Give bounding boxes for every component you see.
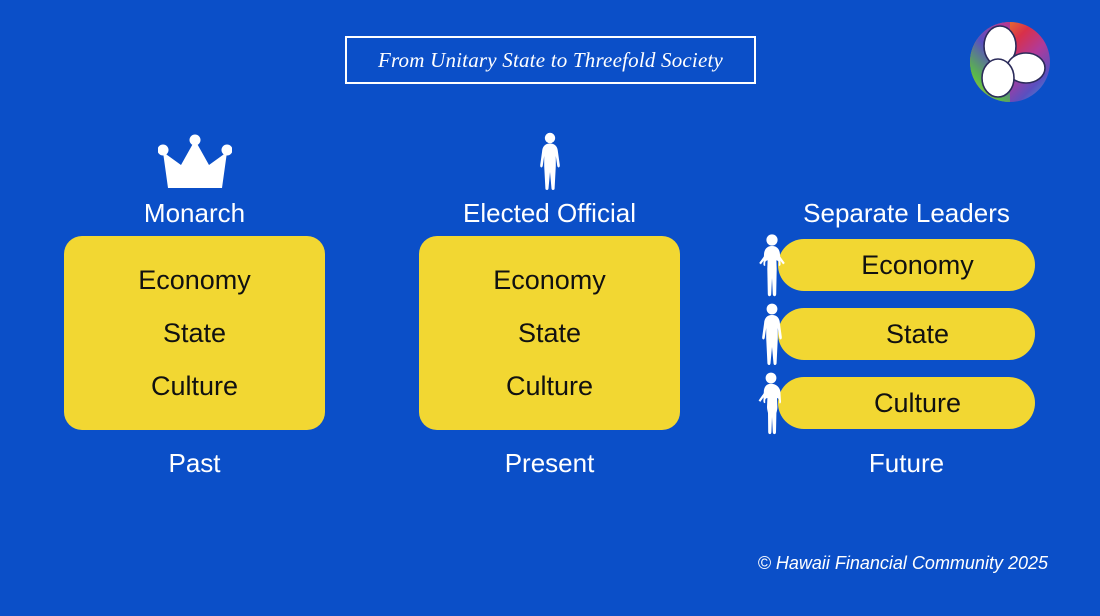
copyright-footer: © Hawaii Financial Community 2025 [757,553,1048,573]
crown-icon [157,134,232,188]
pill-label: Economy [861,249,974,280]
column-present: Elected Official Economy State Culture P… [419,128,680,488]
column-past-header: Monarch [143,198,246,228]
pill-label: State [885,318,950,349]
block-row: Culture [150,370,239,401]
pill-state: State [762,303,1035,365]
column-present-footer: Present [504,448,595,478]
column-future-footer: Future [868,448,945,478]
title-box: From Unitary State to Threefold Society [345,36,756,84]
block-row: Economy [138,264,251,295]
column-present-block: Economy State Culture [419,236,680,430]
column-future-header: Separate Leaders [803,198,1010,228]
person-one-hand-on-hip-icon [756,371,788,435]
person-arms-down-icon [756,302,788,366]
block-row: State [517,317,582,348]
pill-label: Culture [873,387,962,418]
person-standing-icon [539,132,560,190]
column-past: Monarch Economy State Culture Past [64,128,325,488]
crown-icon-wrap [64,128,325,190]
pill-culture: Culture [758,372,1035,435]
pill-economy: Economy [759,234,1035,297]
column-past-block: Economy State Culture [64,236,325,430]
person-hands-on-hips-icon [756,233,788,297]
page-title: From Unitary State to Threefold Society [377,47,724,72]
block-row: State [162,317,227,348]
threefold-rainbow-logo [968,20,1052,104]
column-past-footer: Past [168,448,221,478]
block-row: Culture [505,370,594,401]
column-present-header: Elected Official [463,198,636,228]
column-future: Separate Leaders Economy State [758,128,1035,488]
person-standing-icon-wrap [419,128,680,190]
block-row: Economy [493,264,606,295]
